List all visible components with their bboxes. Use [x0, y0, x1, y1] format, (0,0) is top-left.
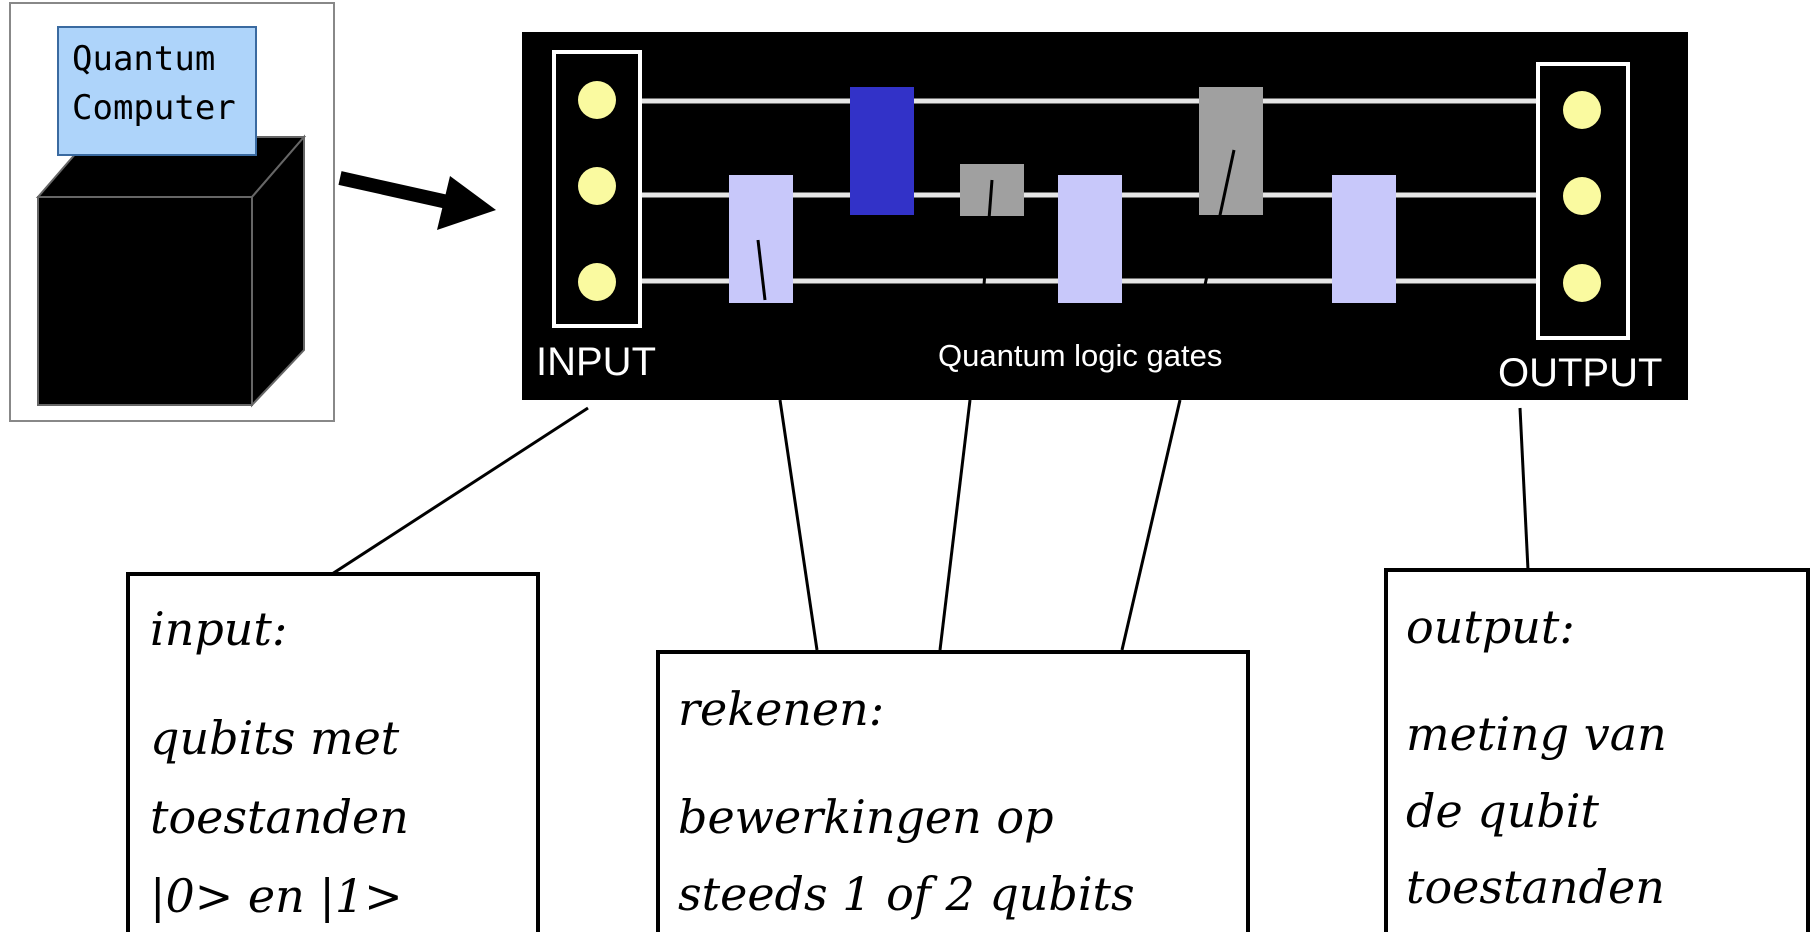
- callout-compute-box: [656, 650, 1250, 932]
- connector-input: [331, 406, 589, 576]
- gate-light-1: [729, 175, 793, 303]
- output-qubit-2: [1563, 177, 1601, 215]
- gate-gray-tall: [1199, 87, 1263, 215]
- input-qubit-1: [578, 81, 616, 119]
- callout-output: output: meting van de qubit toestanden: [1384, 568, 1810, 932]
- input-qubit-3: [578, 263, 616, 301]
- input-box: [552, 50, 642, 328]
- connector-compute-1: [778, 399, 819, 651]
- callout-input-title: input:: [150, 602, 287, 656]
- callout-compute: rekenen: bewerkingen op steeds 1 of 2 qu…: [656, 650, 1250, 932]
- gate-light-3: [1332, 175, 1396, 303]
- callout-input-box: [126, 572, 540, 932]
- callout-input-line-2: toestanden: [150, 790, 409, 844]
- callout-input-line-3: |0> en |1>: [150, 869, 403, 923]
- sign-line-2: Computer: [72, 88, 236, 128]
- connector-compute-3: [1120, 399, 1182, 651]
- callout-output-line-3: toestanden: [1406, 860, 1665, 914]
- output-qubit-1: [1563, 91, 1601, 129]
- output-label: OUTPUT: [1498, 351, 1662, 395]
- callout-input: input: qubits met toestanden |0> en |1>: [126, 572, 540, 932]
- black-cube: [35, 134, 307, 408]
- callout-output-line-1: meting van: [1406, 707, 1667, 761]
- input-qubit-2: [578, 167, 616, 205]
- callout-connectors: [331, 399, 1530, 651]
- callout-compute-title: rekenen:: [678, 682, 884, 736]
- output-qubit-3: [1563, 264, 1601, 302]
- output-box: [1536, 62, 1630, 340]
- gate-light-2: [1058, 175, 1122, 303]
- callout-input-line-1: qubits met: [150, 711, 400, 765]
- callout-output-title: output:: [1406, 600, 1575, 654]
- callout-output-box: [1384, 568, 1810, 932]
- computer-sign: [57, 26, 257, 156]
- gates-label: Quantum logic gates: [938, 338, 1222, 373]
- quantum-computer-illustration: Quantum Computer: [9, 2, 335, 422]
- gate-blue: [850, 87, 914, 215]
- circuit-panel: INPUT Quantum logic gates OUTPUT: [522, 32, 1688, 400]
- input-register: [552, 50, 642, 328]
- callout-output-line-2: de qubit: [1406, 784, 1600, 838]
- callout-compute-line-2: steeds 1 of 2 qubits: [678, 867, 1135, 921]
- connector-compute-2: [938, 399, 972, 651]
- sign-line-1: Quantum: [72, 39, 215, 79]
- logic-gates: [729, 87, 1396, 303]
- arrow-to-circuit: [338, 171, 496, 230]
- output-register: [1536, 62, 1630, 340]
- connector-output: [1518, 407, 1530, 571]
- input-label: INPUT: [536, 340, 656, 384]
- callout-compute-line-1: bewerkingen op: [678, 790, 1054, 844]
